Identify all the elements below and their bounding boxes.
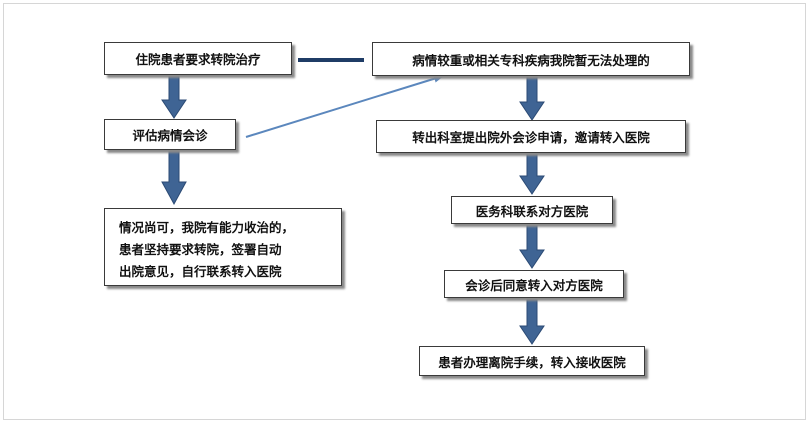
down-arrow-n6-n7: [519, 223, 545, 269]
node-self-discharge: 情况尚可，我院有能力收治的， 患者坚持要求转院，签署自动 出院意见，自行联系转入…: [104, 208, 342, 286]
node-severe-condition: 病情较重或相关专科疾病我院暂无法处理的: [372, 42, 690, 76]
down-arrow-n5-n6: [519, 152, 545, 195]
node-request-consultation: 转出科室提出院外会诊申请，邀请转入医院: [376, 120, 686, 153]
self-discharge-line-1: 情况尚可，我院有能力收治的，: [119, 220, 295, 235]
down-arrow-n7-n8: [519, 297, 545, 345]
diagram-frame: [3, 3, 806, 420]
node-discharge-procedure: 患者办理离院手续，转入接收医院: [419, 346, 645, 376]
node-agree-transfer: 会诊后同意转入对方医院: [444, 270, 624, 298]
node-inpatient-request-transfer: 住院患者要求转院治疗: [104, 42, 292, 75]
self-discharge-line-3: 出院意见，自行联系转入医院: [119, 264, 282, 279]
down-arrow-n4-n5: [519, 75, 545, 121]
connector-arrow-n2-n4: [245, 74, 444, 138]
self-discharge-line-2: 患者坚持要求转院，签署自动: [119, 242, 282, 257]
down-arrow-n2-n3: [161, 149, 187, 206]
down-arrow-n1-n2: [161, 74, 187, 119]
node-medical-affairs-contact: 医务科联系对方医院: [451, 196, 613, 224]
node-assess-condition: 评估病情会诊: [104, 119, 236, 150]
